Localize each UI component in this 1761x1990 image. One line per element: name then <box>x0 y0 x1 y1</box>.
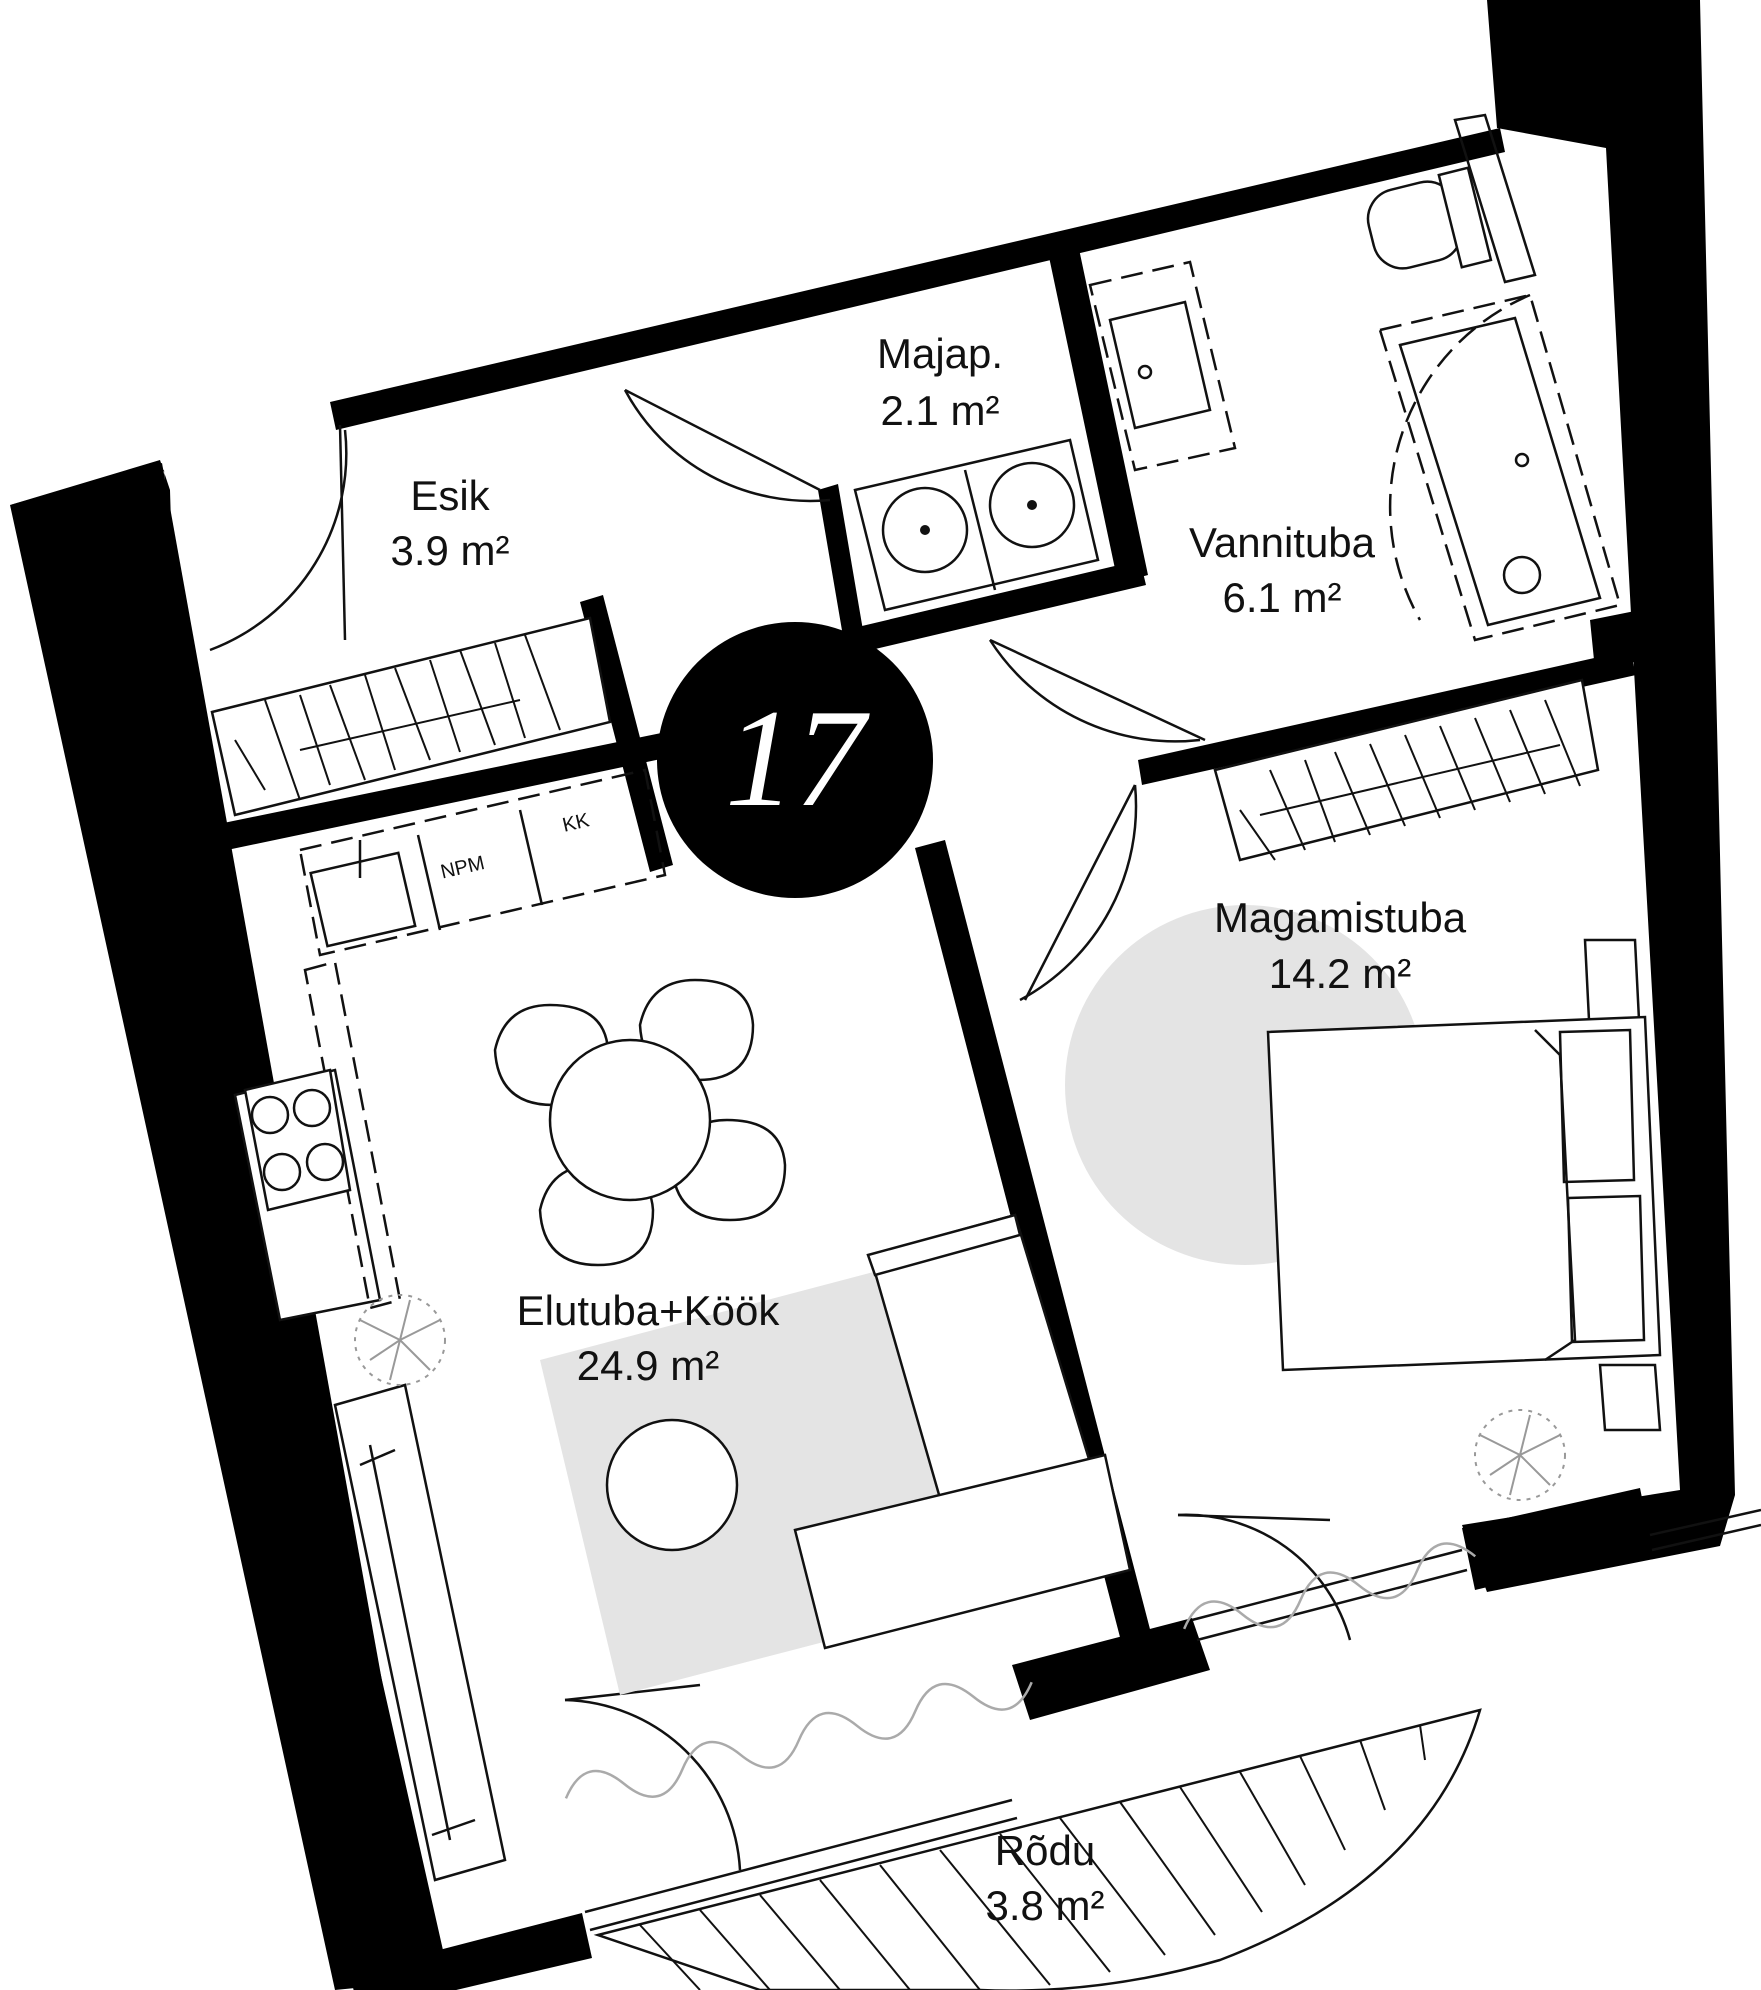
room-area-magamistuba: 14.2 m² <box>1269 950 1411 997</box>
room-area-esik: 3.9 m² <box>390 527 509 574</box>
bedside-table <box>1598 1363 1662 1432</box>
unit-badge-circle <box>657 622 933 898</box>
wardrobe-bedroom <box>1213 678 1600 862</box>
pillow <box>1566 1194 1646 1344</box>
plant-icon <box>354 1294 446 1386</box>
npm-label: NPM <box>439 852 487 883</box>
kitchen-wall-cabinets <box>303 960 402 1310</box>
room-name-elutuba: Elutuba+Köök <box>517 1287 781 1334</box>
south-east-wall <box>1462 1488 1652 1590</box>
stove-icon <box>243 1068 352 1212</box>
window-icon <box>1191 1548 1468 1642</box>
wall-kitchen-right <box>580 595 673 872</box>
walls <box>10 0 1735 1990</box>
north-wall <box>330 128 1505 430</box>
west-wall-segment <box>10 463 436 1990</box>
bedroom-furniture <box>1065 905 1662 1432</box>
wall-majap-bottom <box>845 560 1146 655</box>
dryer-icon <box>988 461 1076 549</box>
washer-icon <box>881 486 969 574</box>
south-west-wall <box>420 1913 592 1990</box>
wall-majap-right <box>1045 230 1148 583</box>
wall-esik-kitchen <box>165 730 680 862</box>
room-name-esik: Esik <box>410 472 490 519</box>
door-swing-icon <box>209 424 348 652</box>
wardrobe-esik <box>210 616 612 817</box>
door-swing-icon <box>988 638 1206 743</box>
sideboard <box>333 1383 507 1882</box>
door-swing-icon <box>1019 784 1138 1002</box>
sink-icon <box>309 851 417 948</box>
wardrobe-icon <box>1213 678 1600 862</box>
sink-cabinet <box>1088 260 1237 472</box>
curtain-icon <box>564 1542 1477 1799</box>
sofa-icon <box>793 1453 1132 1650</box>
room-name-rodu: Rõdu <box>995 1827 1095 1874</box>
door-swing-icon <box>623 388 831 503</box>
living-area <box>540 1213 1132 1695</box>
utility-appliances <box>853 438 1100 612</box>
windows <box>584 1508 1761 1932</box>
plant-icon <box>1474 1409 1566 1501</box>
kk-label: KK <box>560 809 592 837</box>
kitchen-upper-cabinets <box>298 768 667 957</box>
room-area-vannituba: 6.1 m² <box>1222 574 1341 621</box>
appliance-frame <box>853 438 1100 612</box>
sink-icon <box>1108 300 1212 430</box>
wall-majap-left <box>818 484 865 648</box>
door-swing-icon <box>564 1683 742 1871</box>
window-icon <box>1649 1508 1761 1552</box>
room-name-magamistuba: Magamistuba <box>1214 894 1467 941</box>
unit-number: 17 <box>725 681 870 836</box>
room-name-vannituba: Vannituba <box>1189 519 1376 566</box>
room-area-majap: 2.1 m² <box>880 387 999 434</box>
south-wall-mid <box>1012 1618 1210 1720</box>
sofa-back <box>866 1213 1022 1277</box>
room-area-rodu: 3.8 m² <box>985 1882 1104 1929</box>
toilet-icon <box>1366 166 1493 270</box>
wall-bath-bottom-right <box>1590 610 1645 670</box>
door-swing-icon <box>1177 1513 1352 1641</box>
bathroom-fixtures <box>1088 113 1622 642</box>
unit-badge: 17 <box>657 622 933 898</box>
shower-rail <box>1453 113 1537 284</box>
room-name-majap: Majap. <box>877 330 1003 377</box>
east-wall <box>1462 0 1735 1592</box>
room-labels: Esik 3.9 m² Majap. 2.1 m² Vannituba 6.1 … <box>390 330 1466 1929</box>
coffee-table-icon <box>605 1418 739 1552</box>
pillow <box>1558 1028 1636 1184</box>
blanket-fold <box>1534 1029 1577 1362</box>
window-icon <box>584 1798 1018 1932</box>
bathtub-icon <box>1378 293 1622 642</box>
dining-set <box>493 978 787 1267</box>
dining-table-icon <box>548 1038 712 1202</box>
doors <box>209 388 1352 1871</box>
wall-bath-bedroom <box>1138 650 1636 785</box>
radiator-icon <box>333 1383 507 1882</box>
balcony-hatching <box>639 1724 1426 1990</box>
wardrobe-icon <box>210 616 612 817</box>
room-area-elutuba: 24.9 m² <box>577 1342 719 1389</box>
